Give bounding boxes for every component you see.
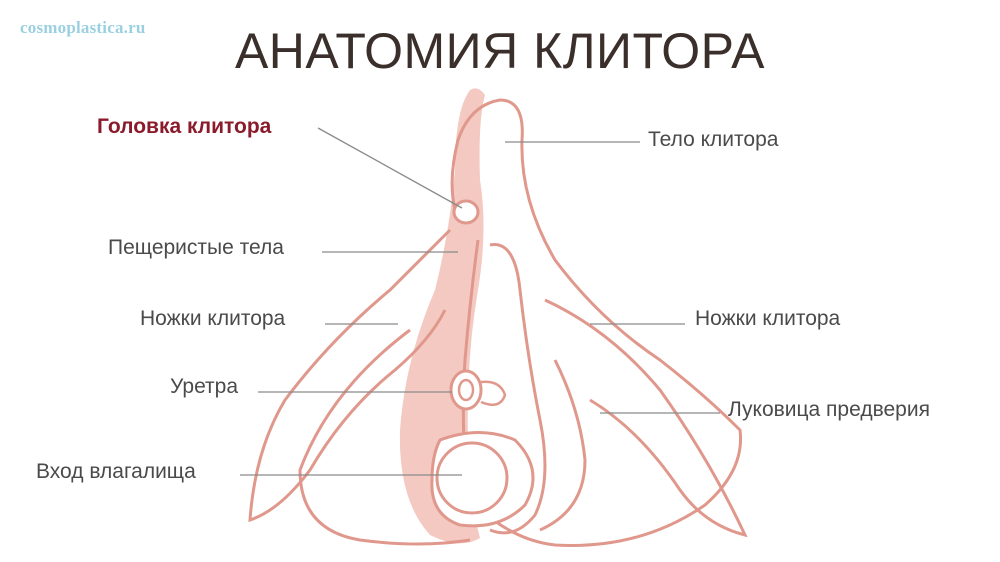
vaginal-opening-inner [435,441,509,515]
label-crura-left: Ножки клитора [140,307,286,330]
urethra-inner [457,378,475,402]
urethra-side-lines [480,380,507,407]
label-glans: Головка клитора [97,115,272,138]
leader-glans [317,127,463,209]
label-cavernous: Пещеристые тела [108,236,284,259]
right-crus-outline [544,298,748,538]
watermark-text: cosmoplastica.ru [20,18,146,37]
label-urethra: Уретра [170,375,239,398]
glans-shape [452,199,480,225]
clitoris-body-outline [450,98,743,547]
label-crura-right: Ножки клитора [695,307,841,330]
left-crus-outline [248,228,452,523]
page-title: АНАТОМИЯ КЛИТОРА [234,23,766,79]
label-vaginal-opening: Вход влагалища [36,460,196,483]
label-body: Тело клитора [648,128,779,151]
left-bulb-outline [298,328,471,546]
label-vestibular-bulb: Луковица предверия [728,398,930,421]
right-inner-crus [489,243,547,535]
right-bulb-inner [539,359,587,532]
